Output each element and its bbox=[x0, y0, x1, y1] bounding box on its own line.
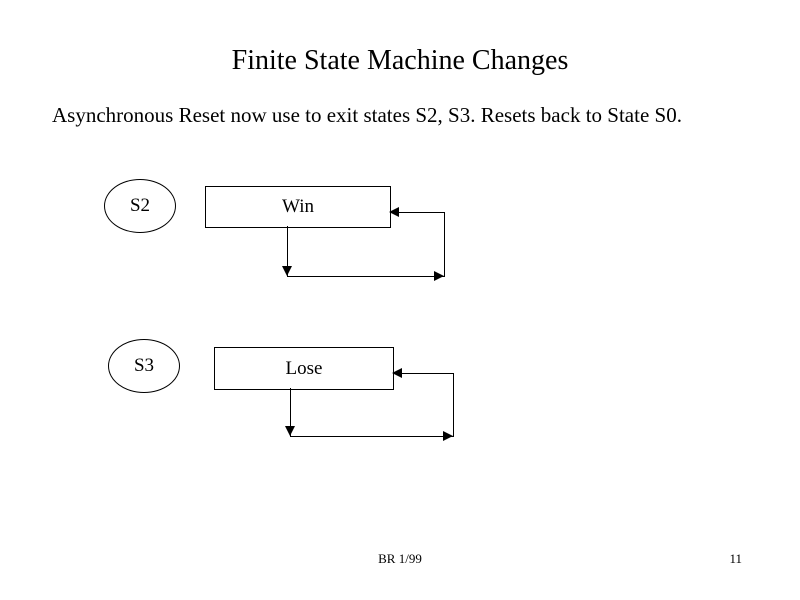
win-loop-down-line bbox=[287, 226, 288, 276]
lose-loop-down-line bbox=[290, 388, 291, 436]
state-node-s3-label: S3 bbox=[133, 355, 155, 376]
win-loop-top-line bbox=[399, 212, 445, 213]
win-loop-arrowhead-right bbox=[434, 271, 444, 281]
state-node-s2: S2 bbox=[104, 179, 176, 233]
output-box-win-label: Win bbox=[282, 196, 314, 217]
footer-page-number: 11 bbox=[729, 551, 742, 566]
body-text: Asynchronous Reset now use to exit state… bbox=[52, 103, 682, 127]
win-loop-bottom-line bbox=[287, 276, 445, 277]
lose-loop-right-line bbox=[453, 373, 454, 436]
state-node-s2-label: S2 bbox=[129, 195, 151, 216]
win-loop-arrowhead-down bbox=[282, 266, 292, 276]
win-loop-right-line bbox=[444, 212, 445, 276]
footer-author: BR 1/99 bbox=[378, 551, 422, 566]
output-box-win: Win bbox=[205, 186, 391, 228]
page-title: Finite State Machine Changes bbox=[231, 45, 569, 76]
lose-loop-top-line bbox=[402, 373, 454, 374]
output-box-lose-label: Lose bbox=[285, 357, 323, 379]
output-box-lose: Lose bbox=[214, 347, 394, 390]
lose-loop-arrowhead-left bbox=[392, 368, 402, 378]
lose-loop-arrowhead-down bbox=[285, 426, 295, 436]
win-loop-arrowhead-left bbox=[389, 207, 399, 217]
state-node-s3: S3 bbox=[108, 339, 180, 393]
lose-loop-bottom-line bbox=[290, 436, 454, 437]
lose-loop-arrowhead-right bbox=[443, 431, 453, 441]
